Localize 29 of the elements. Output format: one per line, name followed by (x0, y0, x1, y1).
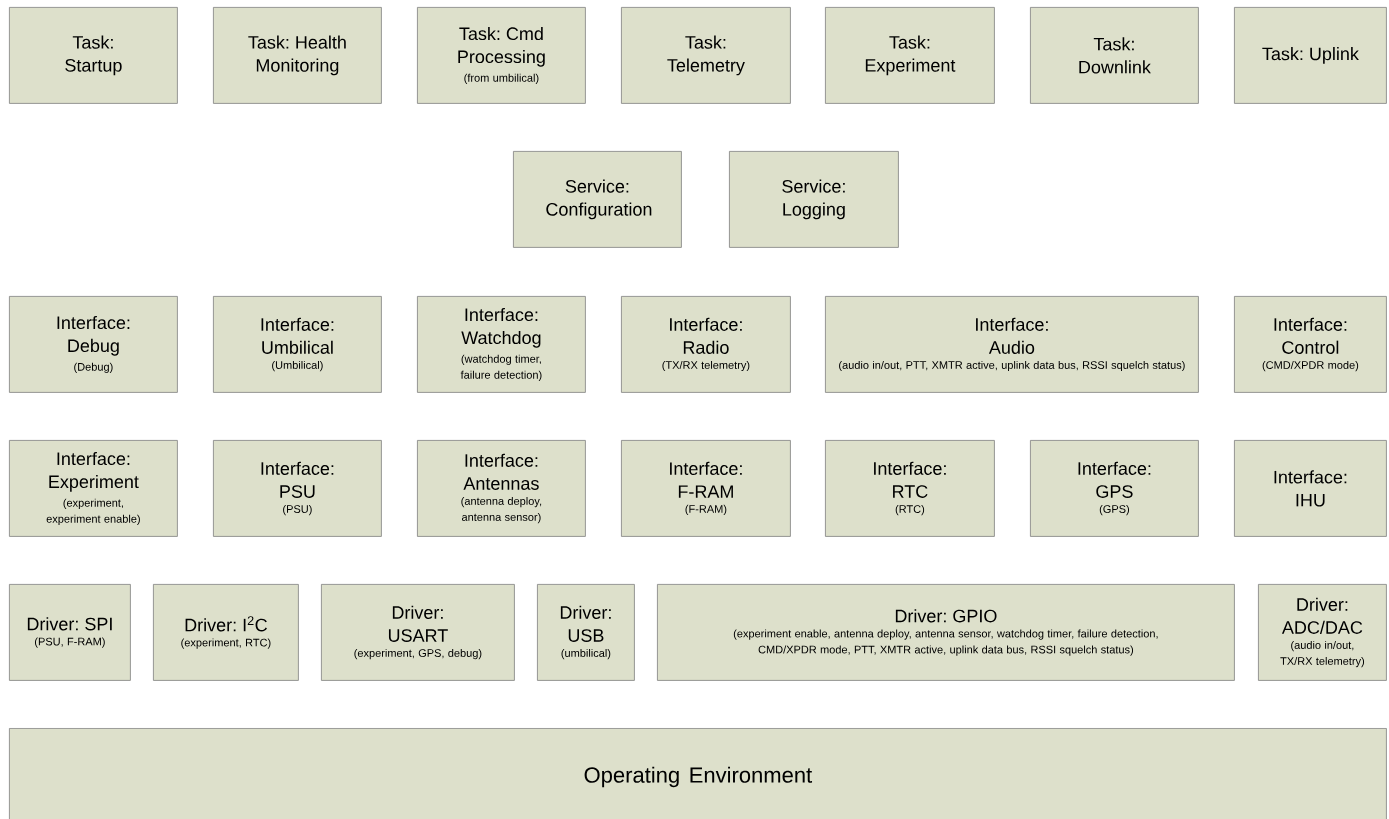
layer-box: Interface: Experiment (experiment, experiment enable) (9, 440, 178, 537)
layer-box: Interface: Watchdog (watchdog timer, failure detection) (417, 296, 586, 393)
layer-box: Interface: IHU (1234, 440, 1387, 537)
layer-box: Driver: ADC/DAC (audio in/out, TX/RX telemetry) (1258, 584, 1387, 681)
layer-box: Interface: Audio (audio in/out, PTT, XMTR active, uplink data bus, RSSI squelch status) (825, 296, 1199, 393)
layer-box: Driver: USB (umbilical) (537, 584, 635, 681)
layer-box: Task: Cmd Processing (from umbilical) (417, 7, 586, 104)
layer-box: Task: Uplink (1234, 7, 1387, 104)
layer-box: Interface: Antennas (antenna deploy, antenna sensor) (417, 440, 586, 537)
layer-box: Interface: Umbilical (Umbilical) (213, 296, 382, 393)
layer-box: Driver: GPIO (experiment enable, antenna deploy, antenna sensor, watchdog timer, failure detection, CMD/XPDR mode, PTT, XMTR active, uplink data bus, RSSI squelch status) (657, 584, 1235, 681)
layer-box: Interface: Control (CMD/XPDR mode) (1234, 296, 1387, 393)
layer-box: Interface: F-RAM (F-RAM) (621, 440, 791, 537)
layer-box: Task: Telemetry (621, 7, 791, 104)
layer-box: Driver: I$^{2}$C (experiment, RTC) (153, 584, 299, 681)
layer-box: Task: Downlink (1030, 7, 1199, 104)
layer-box: Operating Environment (9, 728, 1387, 819)
layer-box: Interface: GPS (GPS) (1030, 440, 1199, 537)
layer-box: Task: Startup (9, 7, 178, 104)
layer-box: Interface: Debug (Debug) (9, 296, 178, 393)
layer-box: Driver: SPI (PSU, F-RAM) (9, 584, 131, 681)
layer-box: Interface: RTC (RTC) (825, 440, 995, 537)
layer-box: Interface: Radio (TX/RX telemetry) (621, 296, 791, 393)
layer-box: Service: Configuration (513, 151, 682, 248)
layer-box: Task: Experiment (825, 7, 995, 104)
layer-box: Task: Health Monitoring (213, 7, 382, 104)
layer-box: Driver: USART (experiment, GPS, debug) (321, 584, 515, 681)
layer-box: Service: Logging (729, 151, 899, 248)
layer-box: Interface: PSU (PSU) (213, 440, 382, 537)
